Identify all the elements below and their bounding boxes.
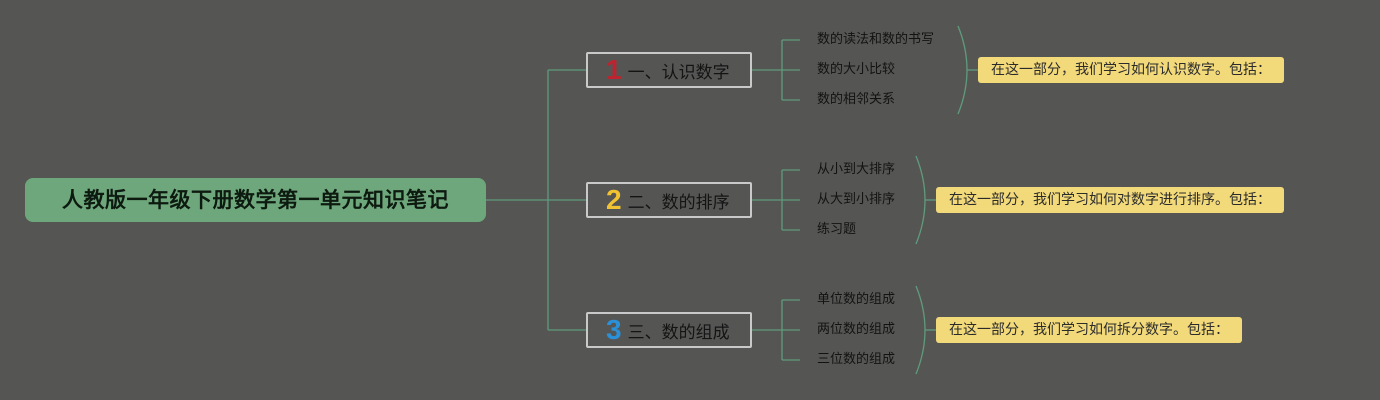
leaf-3-2[interactable]: 两位数的组成 bbox=[817, 322, 896, 337]
leaf-3-1[interactable]: 单位数的组成 bbox=[817, 292, 896, 307]
summary-note-3[interactable]: 在这一部分，我们学习如何拆分数字。包括： bbox=[936, 317, 1242, 343]
leaf-2-3[interactable]: 练习题 bbox=[817, 222, 857, 237]
branch-label-1: 一、认识数字 bbox=[627, 62, 730, 83]
branch-3-leaf-connector bbox=[752, 299, 800, 361]
leaf-1-2[interactable]: 数的大小比较 bbox=[817, 62, 896, 77]
root-topic[interactable]: 人教版一年级下册数学第一单元知识笔记 bbox=[25, 178, 486, 222]
summary-brace-2 bbox=[915, 155, 926, 245]
branch-2-leaf-connector bbox=[752, 169, 800, 231]
branch-label-3: 三、数的组成 bbox=[627, 322, 730, 343]
leaf-3-3[interactable]: 三位数的组成 bbox=[817, 352, 896, 367]
root-topic-label: 人教版一年级下册数学第一单元知识笔记 bbox=[62, 188, 449, 212]
summary-brace-1 bbox=[957, 25, 968, 115]
branch-label-2: 二、数的排序 bbox=[627, 192, 730, 213]
branch-number-3: 3 bbox=[606, 314, 622, 345]
branch-number-2: 2 bbox=[606, 184, 622, 215]
leaf-1-1[interactable]: 数的读法和数的书写 bbox=[817, 32, 935, 47]
branch-topic-3[interactable]: 3 三、数的组成 bbox=[586, 312, 752, 348]
leaf-2-1[interactable]: 从小到大排序 bbox=[817, 162, 896, 177]
summary-note-1[interactable]: 在这一部分，我们学习如何认识数字。包括： bbox=[978, 57, 1284, 83]
branch-1-leaf-connector bbox=[752, 39, 800, 101]
leaf-2-2[interactable]: 从大到小排序 bbox=[817, 192, 896, 207]
branch-number-1: 1 bbox=[606, 54, 622, 85]
branch-topic-1[interactable]: 1 一、认识数字 bbox=[586, 52, 752, 88]
branch-topic-2[interactable]: 2 二、数的排序 bbox=[586, 182, 752, 218]
leaf-1-3[interactable]: 数的相邻关系 bbox=[817, 92, 896, 107]
summary-note-2[interactable]: 在这一部分，我们学习如何对数字进行排序。包括： bbox=[936, 187, 1284, 213]
summary-brace-3 bbox=[915, 285, 926, 375]
